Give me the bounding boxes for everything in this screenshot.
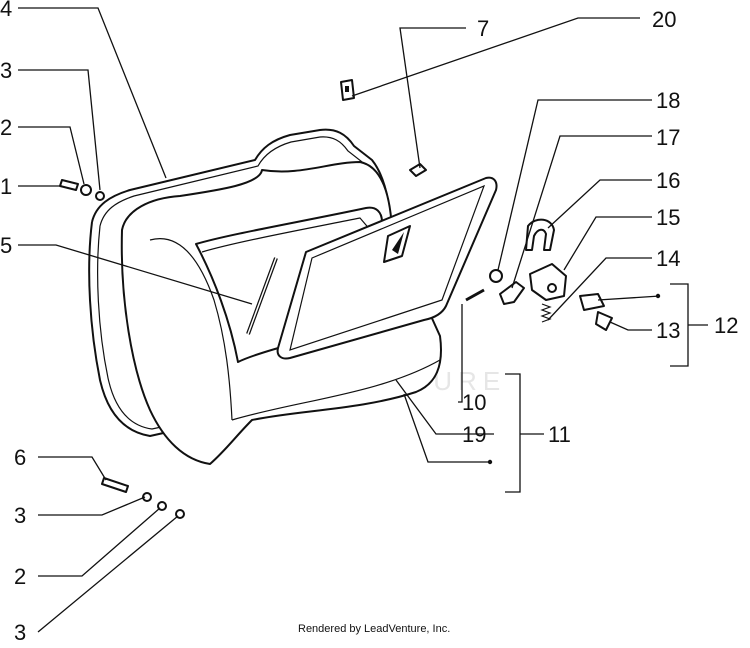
part-16-hook xyxy=(525,218,555,251)
callout-15: 15 xyxy=(656,205,680,230)
glovebox-lid xyxy=(276,176,498,360)
part-2-washer-top xyxy=(80,184,92,196)
callout-3-top: 3 xyxy=(0,58,12,83)
callout-20: 20 xyxy=(652,7,676,32)
callout-1: 1 xyxy=(0,174,12,199)
part-6-screw xyxy=(101,477,129,493)
glovebox-lid-inner xyxy=(289,184,486,351)
leader-dot-13 xyxy=(655,293,661,299)
glovebox-opening-edge xyxy=(201,217,373,253)
part-20-pad xyxy=(409,163,427,177)
callout-18: 18 xyxy=(656,88,680,113)
leader-lines xyxy=(18,7,708,633)
callout-2-bottom: 2 xyxy=(14,564,26,589)
part-14-spring xyxy=(540,303,552,323)
callout-12: 12 xyxy=(714,313,738,338)
callout-16: 16 xyxy=(656,168,680,193)
leader-dot-19 xyxy=(487,459,493,465)
callout-3-bottom: 3 xyxy=(14,620,26,643)
part-1-screw xyxy=(59,179,79,191)
callout-4: 4 xyxy=(0,0,12,21)
callout-6: 6 xyxy=(14,445,26,470)
callout-19: 19 xyxy=(462,422,486,447)
part-3-washer-top xyxy=(95,191,105,201)
callout-14: 14 xyxy=(656,246,680,271)
callout-10: 10 xyxy=(462,390,486,415)
part-3-washer-bottom-a xyxy=(142,492,152,502)
callout-2-top: 2 xyxy=(0,115,12,140)
callout-11: 11 xyxy=(548,422,571,447)
glovebox-body-contour xyxy=(149,238,233,421)
part-17-latch xyxy=(499,281,525,305)
callout-5: 5 xyxy=(0,233,12,258)
part-4-gasket-side-inner xyxy=(97,225,167,430)
part-10-pin xyxy=(465,288,485,302)
callout-labels: 4 3 2 1 5 6 3 2 3 7 20 18 17 16 15 14 13… xyxy=(0,0,738,645)
glovebox-bottom-contour xyxy=(231,359,441,421)
callout-3-mid: 3 xyxy=(14,503,26,528)
part-15-lock-body xyxy=(529,263,567,301)
callout-17: 17 xyxy=(656,125,680,150)
callout-7: 7 xyxy=(477,16,489,41)
part-13-key xyxy=(595,311,613,331)
part-13-key-cylinder xyxy=(579,293,605,311)
part-18-bushing xyxy=(489,269,503,283)
render-credit: Rendered by LeadVenture, Inc. xyxy=(298,623,450,635)
callout-13: 13 xyxy=(656,318,680,343)
